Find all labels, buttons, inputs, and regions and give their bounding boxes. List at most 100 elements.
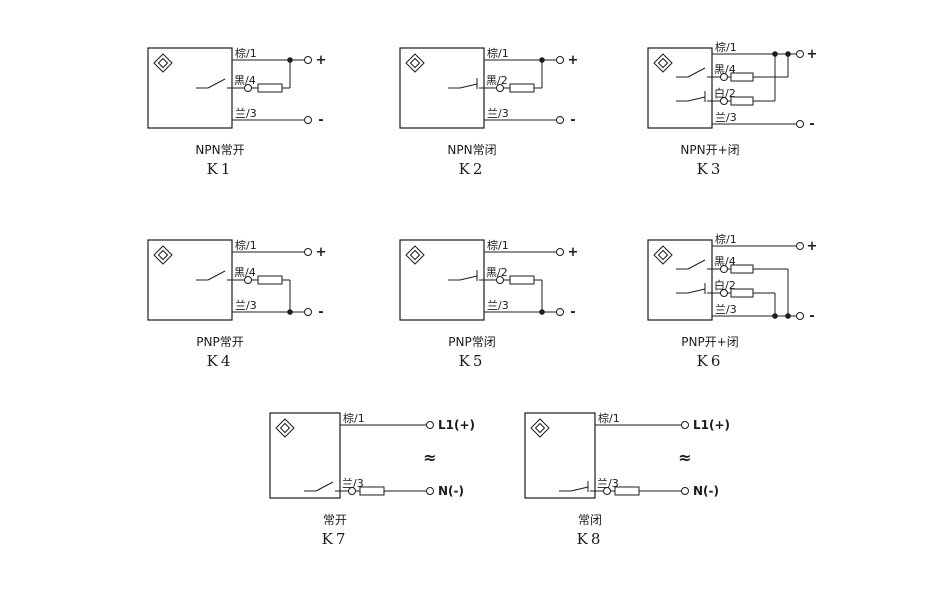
wire-label: 兰/3 xyxy=(235,107,257,120)
terminal-circle xyxy=(304,116,312,124)
diagram-title: PNP常开 xyxy=(196,335,243,349)
wire-label: 兰/3 xyxy=(487,107,509,120)
wire-label: 棕/1 xyxy=(598,411,620,425)
switch-nc-icon xyxy=(676,283,712,294)
switch-blade xyxy=(315,481,334,492)
junction-dot xyxy=(539,57,545,63)
terminal-label: L1(+) xyxy=(438,418,475,432)
terminal-circle xyxy=(681,421,689,429)
sensor-body xyxy=(147,47,233,129)
switch-nc-icon xyxy=(676,91,712,102)
switch-no-icon xyxy=(676,259,712,270)
terminal-label: - xyxy=(570,305,575,320)
terminal-label: N(-) xyxy=(693,484,719,498)
diagram-title: NPN常开 xyxy=(195,143,244,157)
wire-label: 棕/1 xyxy=(235,46,257,60)
diagram-code: K1 xyxy=(207,160,234,178)
diagram-code: K6 xyxy=(697,352,724,370)
terminal-label: N(-) xyxy=(438,484,464,498)
diagram-title: PNP开+闭 xyxy=(681,335,739,349)
switch-blade xyxy=(459,275,478,281)
wire-label: 棕/1 xyxy=(715,232,737,246)
sensor-body xyxy=(647,47,713,129)
diagram-code: K8 xyxy=(577,530,604,548)
terminal-circle xyxy=(556,248,564,256)
terminal-circle xyxy=(426,487,434,495)
junction-dot xyxy=(772,51,778,57)
switch-nc-icon xyxy=(448,78,484,89)
terminal-label: - xyxy=(318,113,323,128)
sensor-symbol-outer xyxy=(153,245,173,265)
sensor-symbol-inner xyxy=(657,57,669,69)
diagram-code: K4 xyxy=(207,352,234,370)
terminal-circle xyxy=(681,487,689,495)
wire-label: 棕/1 xyxy=(487,238,509,252)
terminal-circle xyxy=(796,120,804,128)
switch-nc-icon xyxy=(559,481,595,492)
sensor-symbol-inner xyxy=(157,249,169,261)
terminal-circle xyxy=(426,421,434,429)
terminal-label: - xyxy=(318,305,323,320)
wire-label: 兰/3 xyxy=(342,477,364,490)
switch-nc-icon xyxy=(448,270,484,281)
sensor-symbol-outer xyxy=(153,53,173,73)
terminal-circle xyxy=(796,242,804,250)
junction-dot xyxy=(287,57,293,63)
resistor xyxy=(509,83,535,93)
switch-no-icon xyxy=(196,270,232,281)
resistor xyxy=(257,83,283,93)
ac-symbol: ≈ xyxy=(423,448,436,467)
wire-label: 兰/3 xyxy=(235,299,257,312)
sensor-symbol-inner xyxy=(657,249,669,261)
junction-dot xyxy=(287,309,293,315)
sensor-body xyxy=(399,239,485,321)
sensor-body xyxy=(399,47,485,129)
wire-label: 黑/2 xyxy=(486,74,508,87)
terminal-circle xyxy=(556,308,564,316)
diagram-code: K2 xyxy=(459,160,486,178)
sensor-symbol-inner xyxy=(409,249,421,261)
diagram-title: NPN开+闭 xyxy=(680,143,739,157)
wire-label: 黑/2 xyxy=(486,266,508,279)
diagram-title: 常闭 xyxy=(578,513,602,527)
terminal-label: L1(+) xyxy=(693,418,730,432)
terminal-label: + xyxy=(316,245,327,260)
switch-blade xyxy=(687,67,706,78)
sensor-symbol-inner xyxy=(534,422,546,434)
wire-label: 黑/4 xyxy=(234,74,256,87)
sensor-symbol-outer xyxy=(653,245,673,265)
terminal-label: - xyxy=(809,117,814,132)
junction-dot xyxy=(785,51,791,57)
wire-label: 棕/1 xyxy=(343,411,365,425)
terminal-circle xyxy=(304,308,312,316)
wire-label: 棕/1 xyxy=(235,238,257,252)
wire-label: 兰/3 xyxy=(715,111,737,124)
terminal-label: + xyxy=(568,53,579,68)
wire-label: 兰/3 xyxy=(597,477,619,490)
sensor-symbol-outer xyxy=(275,418,295,438)
wire-label: 兰/3 xyxy=(715,303,737,316)
wire-label: 棕/1 xyxy=(487,46,509,60)
junction-dot xyxy=(772,313,778,319)
sensor-symbol-outer xyxy=(405,53,425,73)
terminal-label: + xyxy=(316,53,327,68)
wire-label: 兰/3 xyxy=(487,299,509,312)
sensor-symbol-outer xyxy=(405,245,425,265)
sensor-symbol-outer xyxy=(530,418,550,438)
terminal-label: + xyxy=(568,245,579,260)
sensor-symbol-outer xyxy=(653,53,673,73)
switch-blade xyxy=(459,83,478,89)
sensor-body xyxy=(147,239,233,321)
terminal-circle xyxy=(556,56,564,64)
terminal-label: - xyxy=(809,309,814,324)
wire-label: 黑/4 xyxy=(714,255,736,268)
terminal-circle xyxy=(796,312,804,320)
wire-label: 黑/4 xyxy=(714,63,736,76)
switch-blade xyxy=(687,259,706,270)
